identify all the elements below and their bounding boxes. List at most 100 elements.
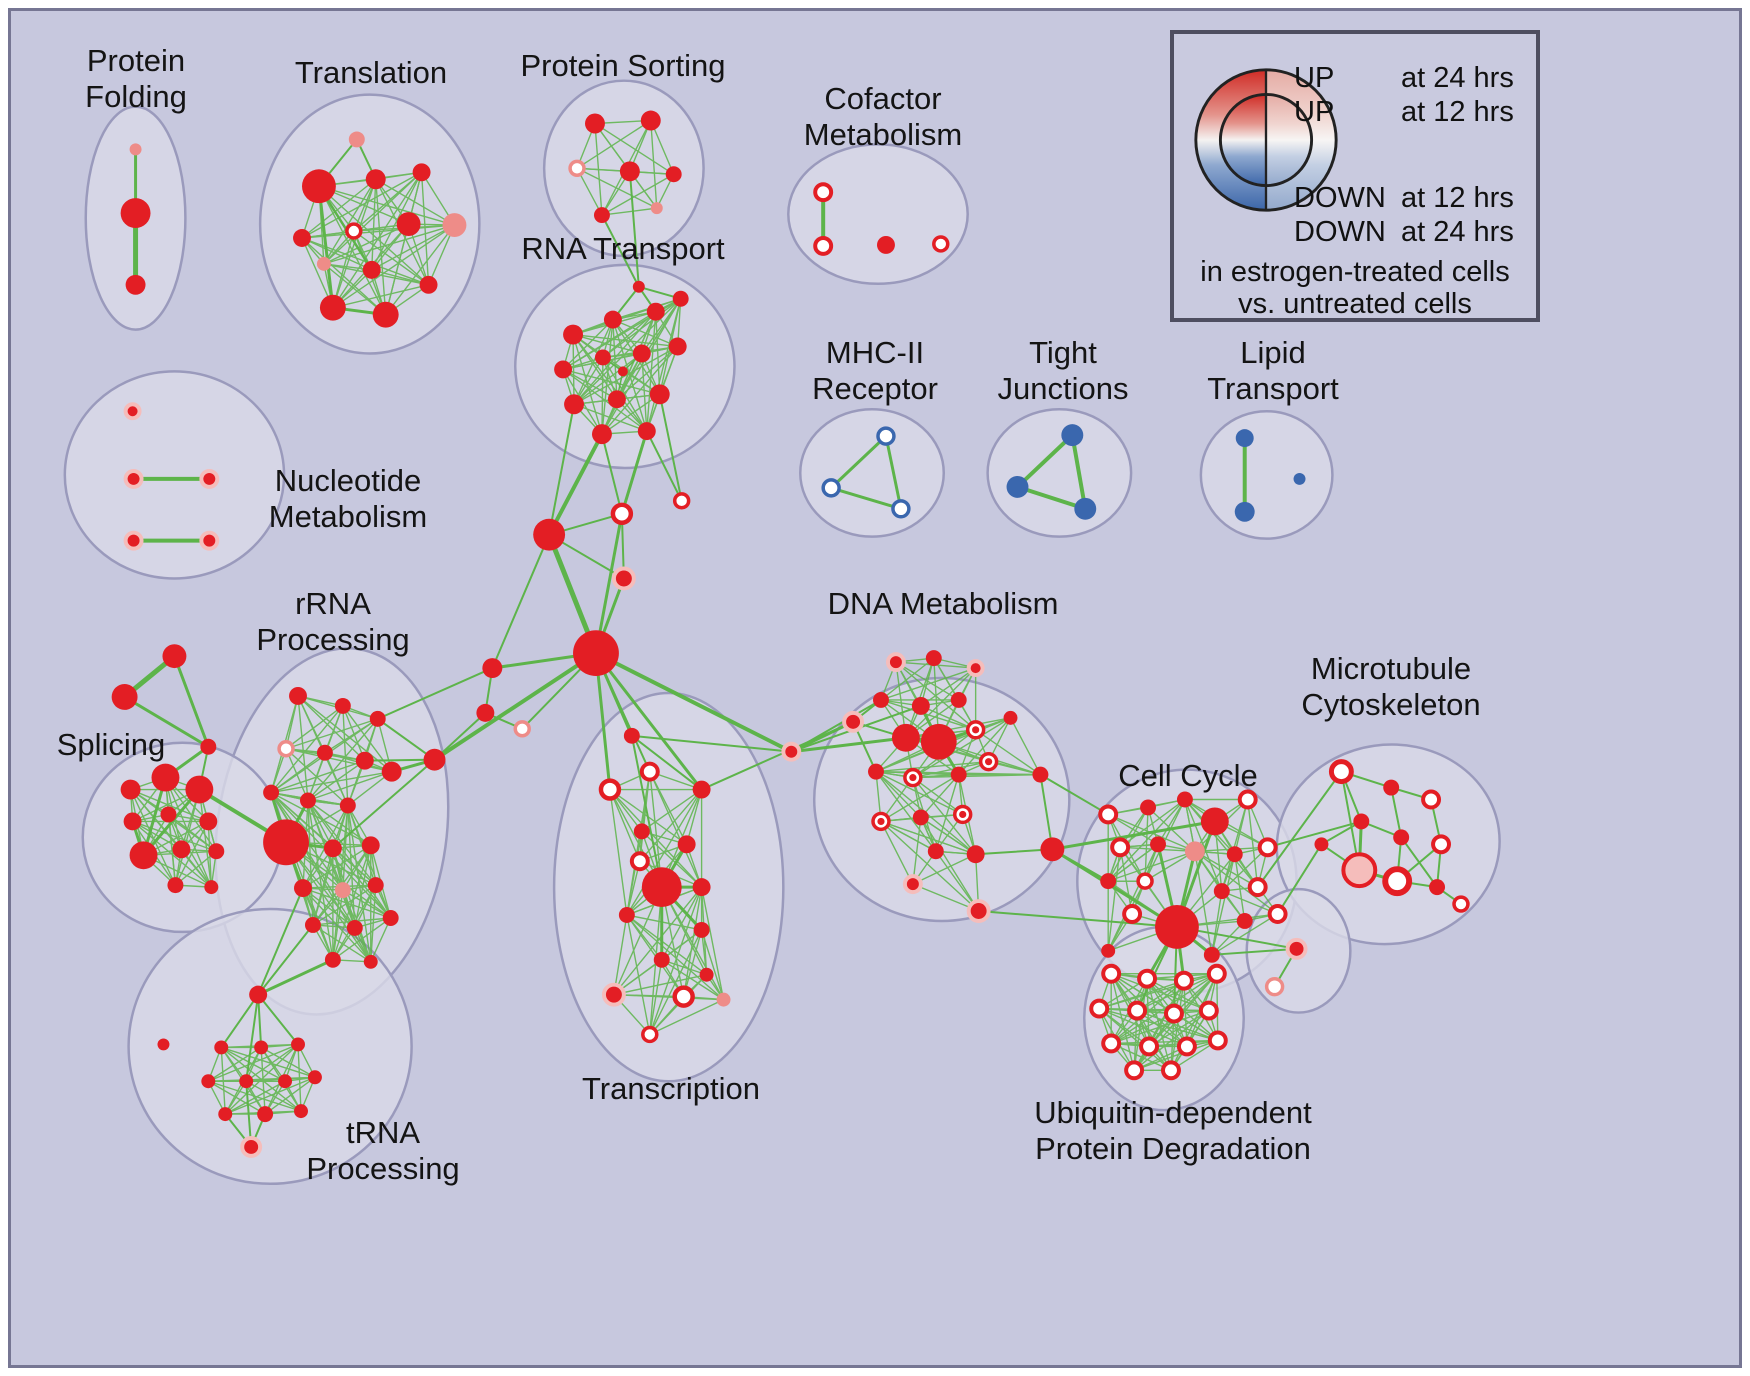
network-node bbox=[381, 761, 402, 782]
network-node bbox=[157, 1038, 170, 1051]
network-node bbox=[201, 1074, 216, 1089]
network-node bbox=[568, 159, 586, 178]
edge bbox=[548, 403, 576, 536]
network-node bbox=[361, 836, 380, 855]
network-node bbox=[641, 867, 682, 908]
network-node bbox=[442, 213, 467, 237]
edge bbox=[302, 844, 372, 889]
network-node bbox=[668, 337, 687, 356]
edge bbox=[1098, 973, 1218, 1010]
network-node bbox=[902, 874, 923, 895]
edge bbox=[301, 178, 377, 239]
edge bbox=[609, 788, 641, 862]
edge bbox=[573, 403, 648, 432]
network-node bbox=[123, 468, 144, 489]
edge bbox=[974, 729, 1042, 776]
edge bbox=[650, 119, 658, 209]
network-node bbox=[1040, 837, 1065, 862]
edge bbox=[572, 333, 648, 432]
edge bbox=[1098, 1007, 1219, 1042]
edge bbox=[332, 917, 392, 961]
network-node bbox=[617, 366, 628, 377]
network-node bbox=[355, 751, 374, 770]
edge bbox=[332, 847, 377, 886]
network-node bbox=[1257, 837, 1278, 858]
edge bbox=[912, 816, 922, 885]
network-node bbox=[1176, 791, 1193, 808]
network-node bbox=[291, 1037, 305, 1052]
network-node bbox=[1328, 759, 1354, 785]
network-node bbox=[1226, 846, 1243, 863]
network-node bbox=[1235, 429, 1254, 448]
edge bbox=[958, 717, 1012, 776]
network-node bbox=[920, 723, 957, 760]
edge bbox=[547, 432, 604, 537]
network-node bbox=[1314, 837, 1329, 852]
edge bbox=[700, 886, 725, 1001]
edge bbox=[645, 430, 683, 502]
edge bbox=[1184, 798, 1259, 888]
cluster-ellipse-cofactor-metabolism bbox=[787, 143, 969, 286]
network-node bbox=[362, 260, 381, 279]
edge bbox=[1107, 843, 1159, 882]
edge bbox=[342, 705, 366, 762]
network-node bbox=[649, 384, 670, 405]
edge bbox=[224, 1076, 316, 1115]
edge bbox=[332, 284, 430, 309]
network-node bbox=[593, 207, 610, 224]
edge bbox=[420, 171, 430, 286]
network-node bbox=[1061, 424, 1084, 447]
edge bbox=[307, 718, 379, 802]
network-node bbox=[277, 740, 295, 758]
network-node bbox=[716, 992, 731, 1007]
edge bbox=[1110, 1039, 1219, 1045]
network-node bbox=[699, 967, 714, 982]
network-node bbox=[885, 652, 906, 673]
network-node bbox=[1124, 1060, 1145, 1081]
edge bbox=[875, 770, 937, 852]
edge bbox=[301, 171, 423, 239]
network-node bbox=[692, 780, 711, 799]
edge bbox=[270, 759, 366, 794]
edge bbox=[297, 695, 309, 802]
network-node bbox=[160, 806, 177, 823]
network-node bbox=[598, 778, 622, 801]
network-node bbox=[123, 402, 142, 421]
edge bbox=[616, 345, 679, 400]
network-node bbox=[868, 763, 884, 780]
network-node bbox=[367, 877, 384, 894]
network-node-core bbox=[972, 726, 980, 734]
network-node bbox=[123, 530, 144, 551]
network-node-core bbox=[985, 758, 993, 766]
edge bbox=[376, 717, 436, 761]
edge bbox=[912, 717, 1012, 779]
edge bbox=[285, 748, 309, 802]
network-node bbox=[129, 841, 158, 870]
network-node bbox=[1429, 879, 1446, 896]
edge bbox=[301, 237, 387, 316]
edge bbox=[1256, 770, 1343, 889]
edge bbox=[1070, 433, 1088, 511]
network-node bbox=[1267, 904, 1288, 924]
legend-direction: DOWN bbox=[1294, 182, 1386, 214]
network-node bbox=[299, 792, 316, 809]
network-node bbox=[607, 390, 626, 409]
network-node bbox=[1136, 872, 1154, 890]
network-node bbox=[927, 843, 944, 860]
edge bbox=[1107, 798, 1186, 882]
edge bbox=[912, 853, 977, 885]
edge bbox=[620, 429, 649, 516]
edge bbox=[573, 318, 614, 405]
network-node bbox=[304, 916, 321, 933]
network-node bbox=[123, 812, 142, 831]
network-node bbox=[601, 982, 626, 1007]
edge bbox=[880, 820, 980, 912]
edge bbox=[920, 773, 960, 819]
edge bbox=[646, 310, 657, 432]
edge bbox=[129, 788, 177, 886]
edge bbox=[297, 695, 366, 762]
legend-direction: DOWN bbox=[1294, 216, 1386, 248]
edge bbox=[1110, 1009, 1210, 1045]
edge bbox=[1110, 1012, 1175, 1045]
edge bbox=[594, 651, 704, 792]
